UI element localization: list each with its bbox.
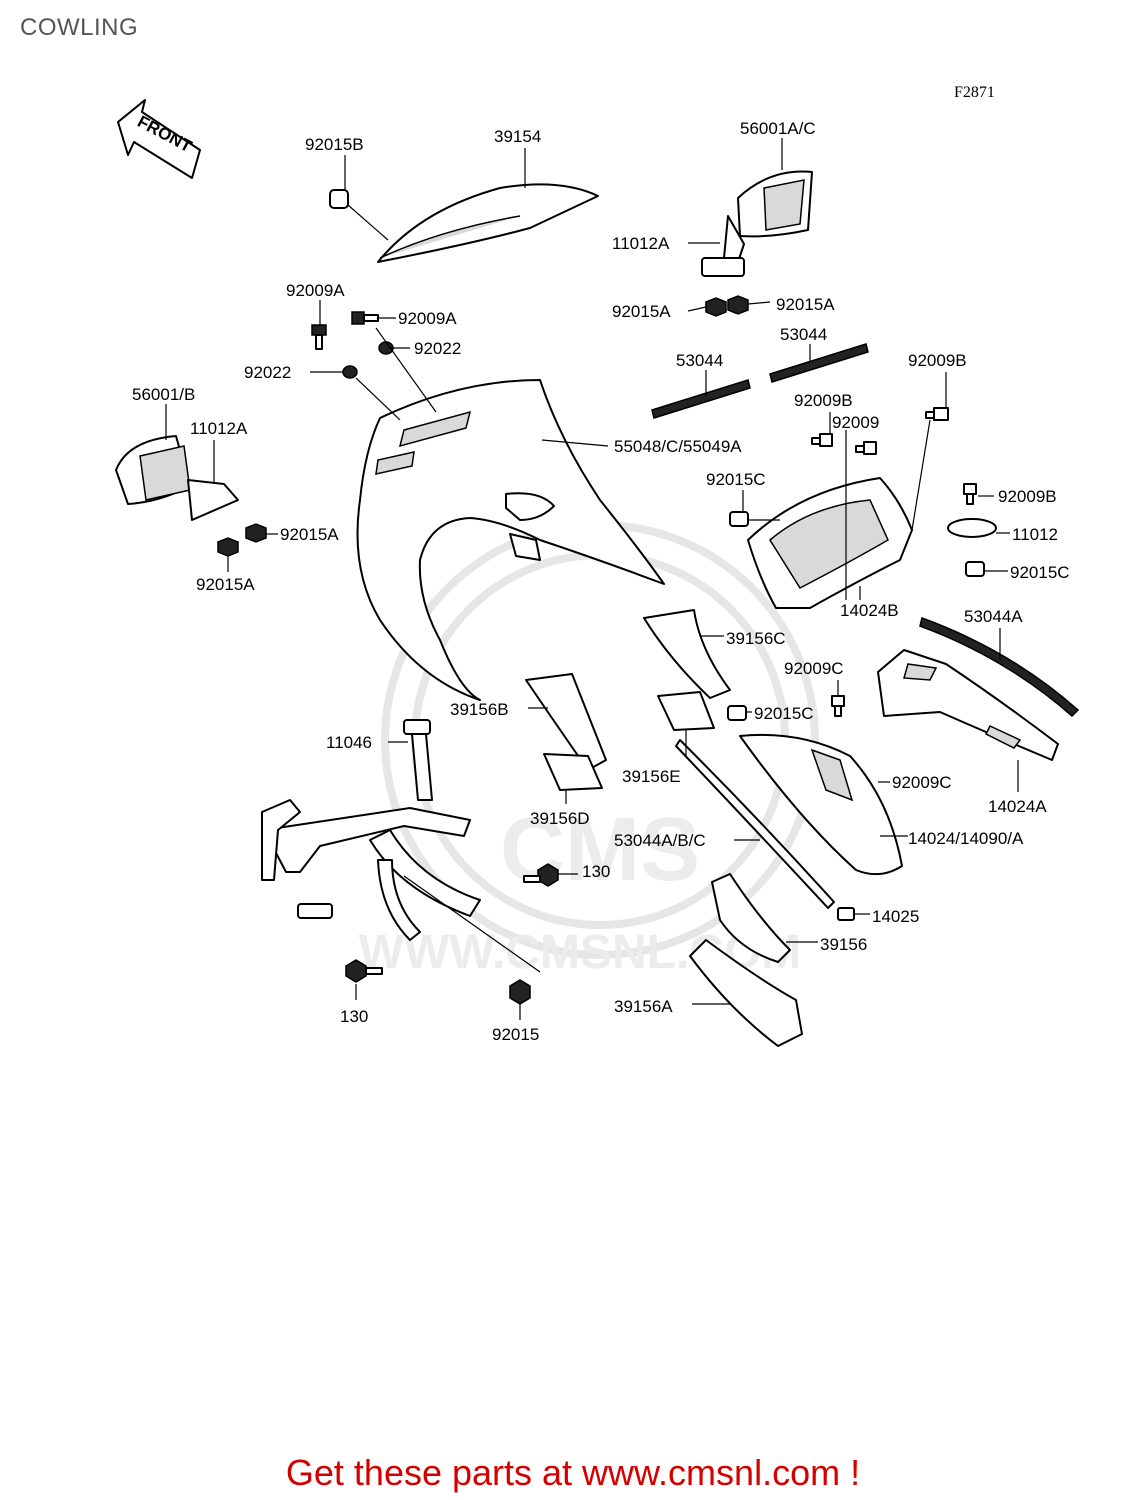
label-39156c: 39156C <box>726 629 786 648</box>
bolt-130-right <box>523 863 559 887</box>
label-92009c-2: 92009C <box>892 773 952 792</box>
stay-bracket-11046 <box>261 719 481 941</box>
label-92022-left: 92022 <box>244 363 291 382</box>
panel-39156e <box>657 691 715 731</box>
label-11012: 11012 <box>1012 525 1058 544</box>
panel-39156 <box>711 873 791 963</box>
label-92015c-3: 92015C <box>754 704 814 723</box>
label-39156b: 39156B <box>450 700 509 719</box>
front-direction-arrow: FRONT <box>117 99 201 179</box>
label-92009b-top: 92009B <box>908 351 967 370</box>
inner-panel-14024-part <box>739 733 903 876</box>
label-92015a-top-right: 92015A <box>776 295 835 314</box>
label-53044-left: 53044 <box>676 351 723 370</box>
label-56001ac: 56001A/C <box>740 119 816 138</box>
nut-92015 <box>509 979 531 1005</box>
left-mirror-part <box>115 435 239 521</box>
label-53044abc: 53044A/B/C <box>614 831 706 850</box>
label-53044-right: 53044 <box>780 325 827 344</box>
label-39156a: 39156A <box>614 997 673 1016</box>
bolt-130-left <box>345 959 383 983</box>
bolt-92009b-mid <box>811 433 833 447</box>
bolt-92009a-right <box>351 311 379 325</box>
figure-code: F2871 <box>954 84 995 101</box>
inner-panel-14024b-part <box>747 477 913 609</box>
label-11012a-left: 11012A <box>190 419 248 438</box>
bolt-92009c-1 <box>831 695 845 717</box>
nut-92015a-top-right <box>727 295 749 315</box>
label-39156d: 39156D <box>530 809 590 828</box>
right-mirror-part <box>701 170 813 277</box>
nut-92015a-top-left <box>705 297 727 317</box>
label-130-right: 130 <box>582 862 610 881</box>
label-92015a-top-left: 92015A <box>612 302 671 321</box>
windshield-part <box>377 183 599 263</box>
screw-92015b <box>329 189 349 209</box>
cap-14025 <box>837 907 855 921</box>
screw-92009b-right <box>963 483 977 505</box>
label-92009: 92009 <box>832 413 879 432</box>
plate-11012 <box>947 518 997 538</box>
watermark-logo-text: CMS <box>500 800 700 900</box>
label-92009a-left: 92009A <box>286 281 345 300</box>
label-92015a-left-1: 92015A <box>280 525 339 544</box>
label-11012a-top: 11012A <box>612 234 670 253</box>
bolt-92009a-left <box>311 324 327 350</box>
label-55048: 55048/C/55049A <box>614 437 742 456</box>
label-92015b: 92015B <box>305 135 364 154</box>
panel-39156d <box>543 753 603 791</box>
strip-53044abc <box>675 739 835 909</box>
upper-cowling-part <box>356 379 665 701</box>
washer-92022-left <box>342 365 358 379</box>
label-92015c-1: 92015C <box>706 470 766 489</box>
label-14024a: 14024A <box>988 797 1047 816</box>
label-92015: 92015 <box>492 1025 539 1044</box>
page-title: COWLING <box>20 14 139 41</box>
strip-53044-left <box>651 379 751 419</box>
bolt-92009b-top <box>925 407 949 421</box>
label-14024b: 14024B <box>840 601 899 620</box>
label-39154: 39154 <box>494 127 541 146</box>
label-92009b-mid: 92009B <box>794 391 853 410</box>
label-92009c-1: 92009C <box>784 659 844 678</box>
label-92022-right: 92022 <box>414 339 461 358</box>
label-92015c-2: 92015C <box>1010 563 1070 582</box>
label-92009b-right: 92009B <box>998 487 1057 506</box>
label-11046: 11046 <box>326 733 372 752</box>
leader-lines <box>165 138 1019 1020</box>
label-92015a-left-2: 92015A <box>196 575 255 594</box>
label-14025: 14025 <box>872 907 919 926</box>
panel-39156b <box>525 673 607 771</box>
strip-53044a <box>919 617 1080 718</box>
inner-panel-14024a-part <box>877 649 1059 761</box>
nut-92015a-left-2 <box>217 537 239 557</box>
clip-92015c-2 <box>965 561 985 577</box>
label-53044a: 53044A <box>964 607 1023 626</box>
panel-39156c <box>643 609 731 699</box>
label-92009a-right: 92009A <box>398 309 457 328</box>
label-14024-14090a: 14024/14090/A <box>908 829 1024 848</box>
panel-39156a <box>689 939 803 1047</box>
strip-53044-right <box>769 343 869 383</box>
bolt-92009 <box>855 441 877 455</box>
label-39156e: 39156E <box>622 767 681 786</box>
label-56001b: 56001/B <box>132 385 195 404</box>
clip-92015c-3 <box>727 705 747 721</box>
label-130-left: 130 <box>340 1007 368 1026</box>
promo-link[interactable]: Get these parts at www.cmsnl.com ! <box>285 1452 861 1493</box>
nut-92015a-left-1 <box>245 523 267 543</box>
label-39156: 39156 <box>820 935 867 954</box>
clip-92015c-1 <box>729 511 749 527</box>
